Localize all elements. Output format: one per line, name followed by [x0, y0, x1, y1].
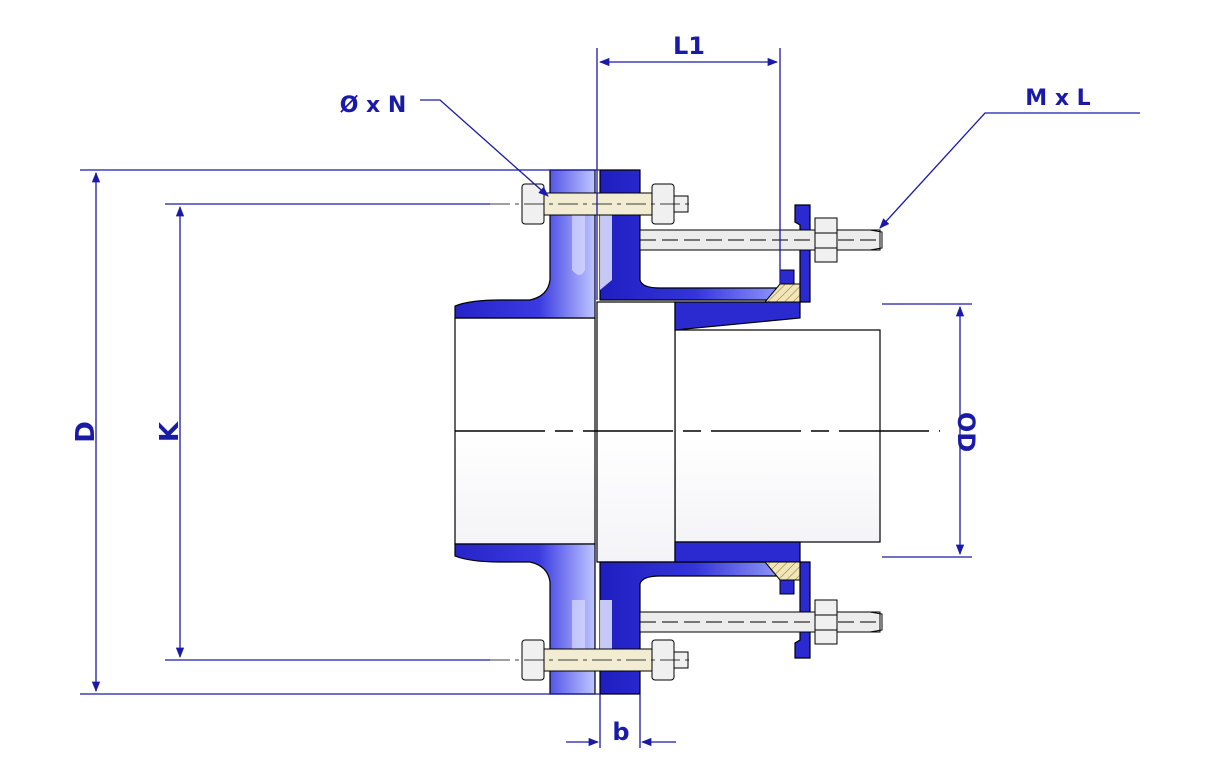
label-d: D	[71, 421, 101, 443]
label-l1: L1	[673, 32, 705, 60]
label-bolt-holes: Ø x N	[340, 93, 407, 118]
leader-bolt-holes	[420, 99, 549, 197]
flange-bolt-bottom	[490, 639, 690, 681]
label-tie-rod: M x L	[1025, 86, 1090, 111]
label-od: OD	[952, 412, 980, 452]
sleeve-tube-center	[596, 301, 676, 563]
dimension-k	[165, 203, 490, 661]
gland-ring-bottom	[779, 561, 811, 659]
sleeve-body-bottom	[674, 541, 801, 563]
flange-bolt-top	[490, 183, 690, 225]
pipe-spool-right	[674, 329, 881, 543]
sleeve-body-top	[674, 301, 801, 331]
dimension-d	[80, 169, 600, 695]
tie-rod-top	[639, 217, 883, 263]
dimension-l1	[596, 48, 781, 300]
leader-tie-rod	[879, 112, 1140, 229]
dimension-b	[566, 694, 676, 748]
dimension-od	[882, 303, 972, 558]
gland-ring-top	[779, 204, 811, 303]
label-b: b	[612, 718, 629, 746]
label-k: K	[155, 421, 185, 442]
tie-rod-bottom	[639, 599, 883, 645]
